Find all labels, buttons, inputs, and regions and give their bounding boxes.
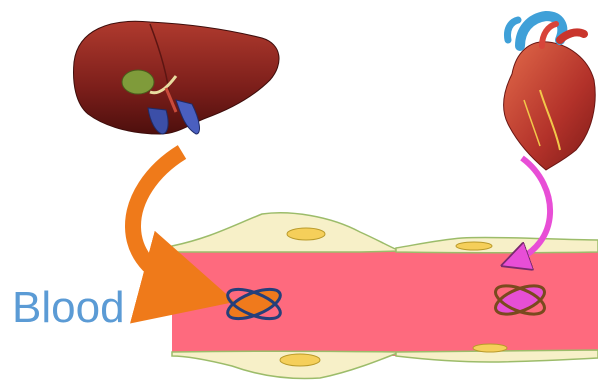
blood-label: Blood	[12, 286, 125, 330]
heart-icon	[504, 16, 596, 170]
nucleus	[456, 242, 492, 250]
nucleus	[280, 354, 320, 366]
nucleus	[287, 228, 325, 240]
endothelial-cell-top-left	[172, 213, 400, 252]
endothelial-cell-top-right	[396, 237, 598, 252]
liver-icon	[74, 21, 280, 134]
nucleus	[473, 344, 507, 352]
